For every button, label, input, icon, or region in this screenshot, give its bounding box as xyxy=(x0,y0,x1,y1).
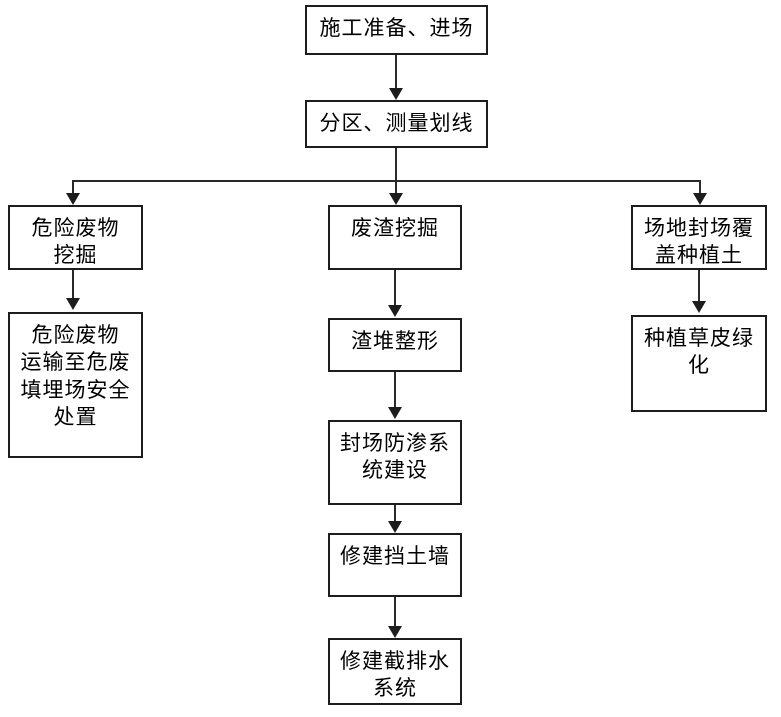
node-hw-excavation[interactable]: 危险废物 挖掘 xyxy=(8,205,143,270)
connector-retaining-wall-to-drainage xyxy=(394,597,396,628)
node-slag-excavation-label: 废渣挖掘 xyxy=(351,216,439,240)
node-slag-excavation[interactable]: 废渣挖掘 xyxy=(328,205,462,270)
node-start-label: 施工准备、进场 xyxy=(319,16,474,40)
node-hw-transport[interactable]: 危险废物 运输至危废 填埋场安全 处置 xyxy=(8,312,143,458)
arrowhead-hw-excavation-to-transport xyxy=(66,298,80,310)
node-survey[interactable]: 分区、测量划线 xyxy=(305,100,488,148)
arrowhead-shaping-to-liner xyxy=(388,407,402,419)
node-liner-system[interactable]: 封场防渗系 统建设 xyxy=(328,420,462,505)
arrowhead-bus-to-hw-excavation xyxy=(66,193,80,205)
node-liner-system-label: 封场防渗系 统建设 xyxy=(340,431,450,483)
connector-survey-to-bus xyxy=(395,148,397,181)
node-start[interactable]: 施工准备、进场 xyxy=(305,5,488,55)
node-site-cover-label: 场地封场覆 盖种植土 xyxy=(644,216,754,268)
arrowhead-start-to-survey xyxy=(389,88,403,100)
connector-start-to-survey xyxy=(395,55,397,88)
connector-bus-to-slag-excavation xyxy=(395,180,397,196)
connector-site-cover-to-turf xyxy=(698,270,700,302)
connector-hw-excavation-to-transport xyxy=(72,270,74,299)
node-drainage-system-label: 修建截排水 系统 xyxy=(340,649,450,701)
node-hw-excavation-label: 危险废物 挖掘 xyxy=(31,216,120,268)
node-retaining-wall-label: 修建挡土墙 xyxy=(340,544,450,568)
connector-bus-to-site-cover xyxy=(699,180,701,196)
node-hw-transport-label: 危险废物 运输至危废 填埋场安全 处置 xyxy=(20,323,131,429)
node-retaining-wall[interactable]: 修建挡土墙 xyxy=(328,533,462,597)
arrowhead-bus-to-slag-excavation xyxy=(389,193,403,205)
node-slag-shaping-label: 渣堆整形 xyxy=(351,329,439,353)
distribution-bus-line xyxy=(72,180,701,182)
node-turf-greening-label: 种植草皮绿 化 xyxy=(644,326,754,378)
connector-slag-excavation-to-shaping xyxy=(394,270,396,306)
node-slag-shaping[interactable]: 渣堆整形 xyxy=(328,318,462,372)
arrowhead-bus-to-site-cover xyxy=(693,193,707,205)
connector-bus-to-hw-excavation xyxy=(72,180,74,196)
arrowhead-site-cover-to-turf xyxy=(692,301,706,313)
connector-liner-to-retaining-wall xyxy=(394,505,396,524)
arrowhead-slag-excavation-to-shaping xyxy=(388,305,402,317)
arrowhead-retaining-wall-to-drainage xyxy=(388,626,402,638)
connector-shaping-to-liner xyxy=(394,372,396,408)
node-site-cover[interactable]: 场地封场覆 盖种植土 xyxy=(631,205,767,270)
node-drainage-system[interactable]: 修建截排水 系统 xyxy=(328,638,462,705)
node-turf-greening[interactable]: 种植草皮绿 化 xyxy=(631,315,767,412)
node-survey-label: 分区、测量划线 xyxy=(319,111,474,135)
arrowhead-liner-to-retaining-wall xyxy=(388,521,402,533)
